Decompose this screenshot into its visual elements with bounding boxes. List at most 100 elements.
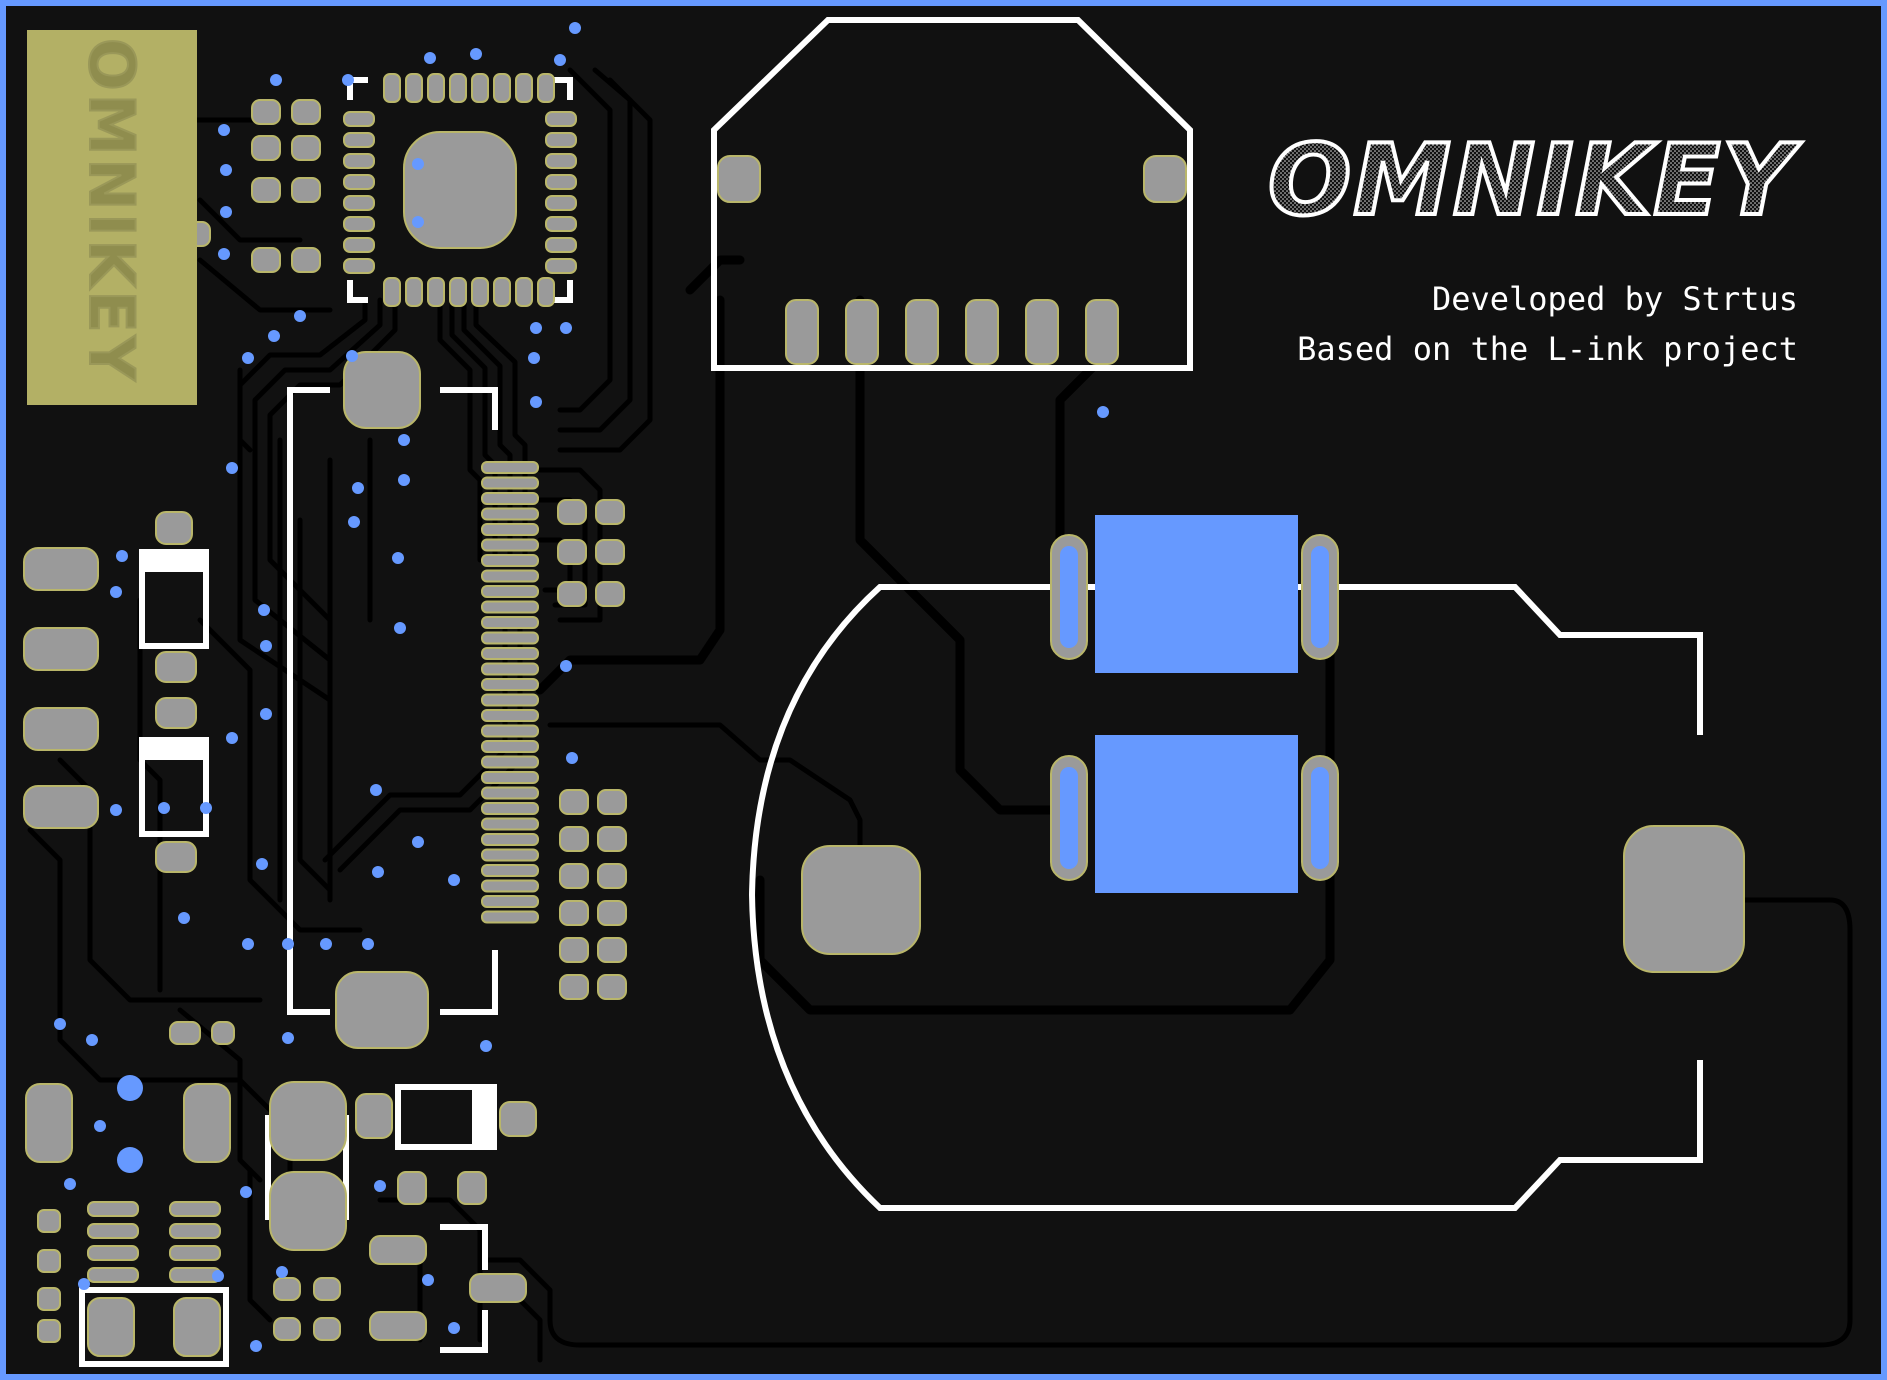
passive-pad bbox=[251, 99, 281, 125]
contact-pin bbox=[965, 299, 999, 365]
fpc-pin bbox=[481, 693, 539, 707]
via bbox=[530, 322, 542, 334]
passive-pad bbox=[559, 863, 589, 889]
via bbox=[282, 938, 294, 950]
passive-pad bbox=[273, 1317, 301, 1341]
fpc-pin bbox=[481, 600, 539, 614]
fpc-pin bbox=[481, 631, 539, 645]
via bbox=[220, 206, 232, 218]
diode-pad bbox=[87, 1297, 135, 1357]
logo-vertical-text: OMNIKEY bbox=[75, 38, 148, 384]
via bbox=[110, 804, 122, 816]
via bbox=[346, 350, 358, 362]
passive-pad bbox=[499, 1101, 537, 1137]
via bbox=[242, 938, 254, 950]
via bbox=[178, 912, 190, 924]
fpc-pin bbox=[481, 724, 539, 738]
fpc-pin bbox=[481, 585, 539, 598]
via bbox=[260, 708, 272, 720]
via bbox=[424, 52, 436, 64]
via bbox=[398, 434, 410, 446]
passive-pad bbox=[469, 1273, 527, 1303]
credit-line-1: Developed by Strtus bbox=[1432, 280, 1798, 318]
via bbox=[78, 1278, 90, 1290]
power-pad bbox=[23, 707, 99, 751]
via bbox=[1097, 406, 1109, 418]
fpc-pin bbox=[481, 864, 539, 877]
passive-pad bbox=[313, 1277, 341, 1301]
via bbox=[528, 352, 540, 364]
passive-pad bbox=[291, 177, 321, 203]
fpc-pin bbox=[481, 461, 539, 474]
mcu-pin bbox=[515, 277, 533, 307]
mcu-pin bbox=[427, 277, 445, 307]
via bbox=[218, 248, 230, 260]
mcu-pin bbox=[449, 277, 467, 307]
power-pad bbox=[23, 627, 99, 671]
passive-pad bbox=[251, 177, 281, 203]
via bbox=[54, 1018, 66, 1030]
contact-pin bbox=[1025, 299, 1059, 365]
passive-pad bbox=[169, 1021, 201, 1045]
mcu-pin bbox=[545, 174, 577, 190]
passive-pad bbox=[597, 789, 627, 815]
mcu-pin bbox=[343, 174, 375, 190]
mount-pad bbox=[343, 351, 421, 429]
silkscreen-outlines bbox=[79, 17, 1703, 1367]
mcu-pin bbox=[343, 258, 375, 274]
mcu-pin bbox=[545, 237, 577, 253]
mcu-pin bbox=[545, 132, 577, 148]
passive-pad bbox=[597, 974, 627, 1000]
via bbox=[268, 330, 280, 342]
fpc-pin bbox=[481, 476, 539, 490]
large-via bbox=[117, 1147, 143, 1173]
mcu-pin bbox=[471, 73, 489, 103]
mcu-pin bbox=[471, 277, 489, 307]
diode-band bbox=[472, 1087, 494, 1147]
inductor-pad bbox=[269, 1081, 347, 1161]
via bbox=[258, 604, 270, 616]
via bbox=[110, 586, 122, 598]
via bbox=[569, 22, 581, 34]
mcu-pin bbox=[545, 258, 577, 274]
via bbox=[412, 836, 424, 848]
fpc-pin bbox=[481, 616, 539, 629]
mcu-pin bbox=[545, 195, 577, 211]
passive-pad bbox=[155, 697, 197, 729]
via bbox=[394, 622, 406, 634]
credit-line-2: Based on the L-ink project bbox=[1297, 330, 1798, 368]
slotted-pads bbox=[1050, 534, 1339, 881]
passive-pad bbox=[155, 651, 197, 683]
via bbox=[320, 938, 332, 950]
via bbox=[372, 866, 384, 878]
passive-pad bbox=[597, 900, 627, 926]
passive-pad bbox=[37, 1319, 61, 1343]
mcu-pin bbox=[515, 73, 533, 103]
passive-pad bbox=[211, 1021, 235, 1045]
via bbox=[116, 550, 128, 562]
fpc-pin bbox=[481, 895, 539, 908]
via bbox=[362, 938, 374, 950]
power-pad bbox=[23, 785, 99, 829]
mcu-pin bbox=[343, 153, 375, 169]
passive-pad bbox=[155, 511, 193, 545]
mcu-pin bbox=[545, 111, 577, 127]
passive-pad bbox=[369, 1311, 427, 1341]
passive-pad bbox=[251, 135, 281, 161]
contact-pin bbox=[905, 299, 939, 365]
passive-pad bbox=[559, 826, 589, 852]
passive-pad bbox=[291, 135, 321, 161]
fpc-pin bbox=[481, 879, 539, 893]
passive-pad bbox=[37, 1287, 61, 1311]
passive-pad bbox=[595, 499, 625, 525]
mcu-pin bbox=[343, 111, 375, 127]
passive-pad bbox=[37, 1209, 61, 1233]
passive-pad bbox=[597, 937, 627, 963]
fpc-pin bbox=[481, 647, 539, 660]
passive-pad bbox=[37, 1249, 61, 1273]
inductor-pad bbox=[269, 1171, 347, 1251]
via bbox=[64, 1178, 76, 1190]
via bbox=[218, 124, 230, 136]
ic-pin bbox=[87, 1267, 139, 1283]
passive-pad bbox=[397, 1171, 427, 1205]
